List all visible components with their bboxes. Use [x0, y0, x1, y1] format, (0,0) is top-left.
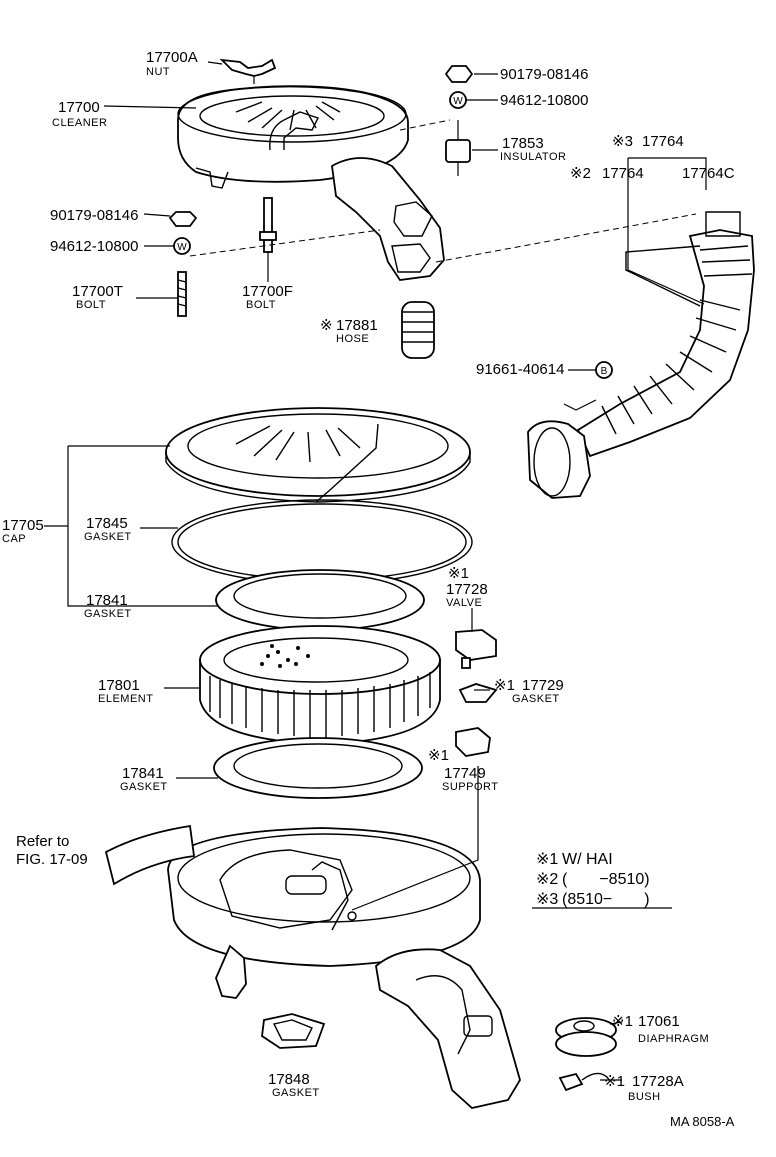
- note-mark-2: ※2: [536, 871, 558, 888]
- part-name-gasket-17729: GASKET: [512, 693, 560, 705]
- leader-lines: [44, 61, 707, 1081]
- part-number-17700a: 17700A: [146, 49, 198, 66]
- diaphragm-icon: [555, 1017, 617, 1057]
- washer-icon: W: [173, 237, 191, 255]
- part-name-bolt-f: BOLT: [246, 299, 276, 311]
- gasket-17841-upper-drawing: [215, 569, 425, 631]
- part-number-17801: 17801: [98, 677, 140, 694]
- part-number-17700f: 17700F: [242, 283, 293, 300]
- part-name-cleaner: CLEANER: [52, 117, 107, 129]
- bush-17728a-icon: [558, 1072, 609, 1092]
- gasket-17848-icon: [261, 1013, 326, 1049]
- part-number-17061: 17061: [638, 1013, 680, 1030]
- part-mark-17764-3: ※3: [612, 133, 633, 150]
- part-name-support: SUPPORT: [442, 781, 498, 793]
- part-name-hose: HOSE: [336, 333, 369, 345]
- figure-code: MA 8058-A: [670, 1114, 735, 1129]
- part-number-17764c: 17764C: [682, 165, 735, 182]
- part-name-bush: BUSH: [628, 1091, 661, 1103]
- valve-icon: [455, 629, 497, 669]
- part-number-17841-upper: 17841: [86, 592, 128, 609]
- part-name-gasket-17841-upper: GASKET: [84, 608, 132, 620]
- note-text-3: (8510− ): [562, 891, 650, 908]
- part-mark-17764-2: ※2: [570, 165, 591, 182]
- part-number-17848: 17848: [268, 1071, 310, 1088]
- gasket-17841-lower-drawing: [213, 737, 423, 799]
- bush-symbol: B: [601, 366, 608, 377]
- note-mark-1: ※1: [536, 851, 558, 868]
- part-number-17845: 17845: [86, 515, 128, 532]
- hose-icon: [401, 301, 435, 359]
- part-number-17749: 17749: [444, 765, 486, 782]
- part-number-91661: 91661-40614: [476, 361, 564, 378]
- intake-duct-drawing: [527, 211, 755, 499]
- part-number-17705: 17705: [2, 517, 44, 534]
- part-name-gasket-17845: GASKET: [84, 531, 132, 543]
- note-text-1: W/ HAI: [562, 851, 613, 868]
- element-drawing: [199, 625, 441, 745]
- part-name-insulator: INSULATOR: [500, 151, 566, 163]
- part-name-nut: NUT: [146, 66, 170, 78]
- washer-symbol: W: [177, 242, 187, 253]
- cap-drawing: [165, 407, 471, 503]
- part-name-valve: VALVE: [446, 597, 482, 609]
- part-number-90179-lower: 90179-08146: [50, 207, 138, 224]
- refer-to-fig-link[interactable]: FIG. 17-09: [16, 851, 88, 868]
- part-name-diaphragm: DIAPHRAGM: [638, 1033, 709, 1045]
- support-icon: [455, 727, 491, 757]
- part-name-gasket-17841-lower: GASKET: [120, 781, 168, 793]
- part-name-bolt-t: BOLT: [76, 299, 106, 311]
- bush-symbol-icon: B: [595, 361, 613, 379]
- part-mark-17728a: ※1: [604, 1073, 625, 1090]
- long-bolt-icon: [259, 197, 277, 253]
- part-name-element: ELEMENT: [98, 693, 153, 705]
- part-name-cap: CAP: [2, 533, 26, 545]
- part-number-17764-2: 17764: [602, 165, 644, 182]
- part-number-90179-upper: 90179-08146: [500, 66, 588, 83]
- part-number-17881: 17881: [336, 317, 378, 334]
- hex-nut-icon: [168, 211, 198, 227]
- part-labels: 17700A NUT 17700 CLEANER 90179-08146 946…: [2, 49, 735, 1103]
- gasket-17729-icon: [458, 683, 498, 703]
- cleaner-housing-drawing: [167, 827, 521, 1109]
- applicability-notes: ※1 W/ HAI ※2 ( −8510) ※3 (8510− ): [532, 851, 672, 909]
- note-mark-3: ※3: [536, 891, 558, 908]
- refer-to-line1[interactable]: Refer to: [16, 833, 69, 850]
- part-number-17728: 17728: [446, 581, 488, 598]
- part-number-17853: 17853: [502, 135, 544, 152]
- air-cleaner-top-icon: [177, 85, 445, 281]
- part-number-17728a: 17728A: [632, 1073, 684, 1090]
- part-number-17764-3: 17764: [642, 133, 684, 150]
- part-number-94612-lower: 94612-10800: [50, 238, 138, 255]
- part-number-17729: 17729: [522, 677, 564, 694]
- part-name-gasket-17848: GASKET: [272, 1087, 320, 1099]
- part-mark-17729: ※1: [494, 677, 515, 694]
- insulator-icon: [445, 120, 471, 176]
- part-mark-17061: ※1: [612, 1013, 633, 1030]
- washer-symbol: W: [453, 96, 463, 107]
- part-mark-17749: ※1: [428, 747, 449, 764]
- part-number-17700t: 17700T: [72, 283, 123, 300]
- washer-icon: W: [449, 91, 467, 109]
- refer-arrow-icon: [104, 824, 196, 886]
- note-text-2: ( −8510): [562, 871, 650, 888]
- part-number-17841-lower: 17841: [122, 765, 164, 782]
- part-mark-17881: ※: [320, 317, 333, 334]
- part-number-17700: 17700: [58, 99, 100, 116]
- hex-nut-icon: [444, 65, 474, 83]
- wing-nut-icon: [219, 58, 277, 84]
- part-mark-17728: ※1: [448, 565, 469, 582]
- top-cleaner-drawing: W W: [168, 58, 697, 359]
- part-number-94612-upper: 94612-10800: [500, 92, 588, 109]
- bolt-icon: [177, 271, 187, 317]
